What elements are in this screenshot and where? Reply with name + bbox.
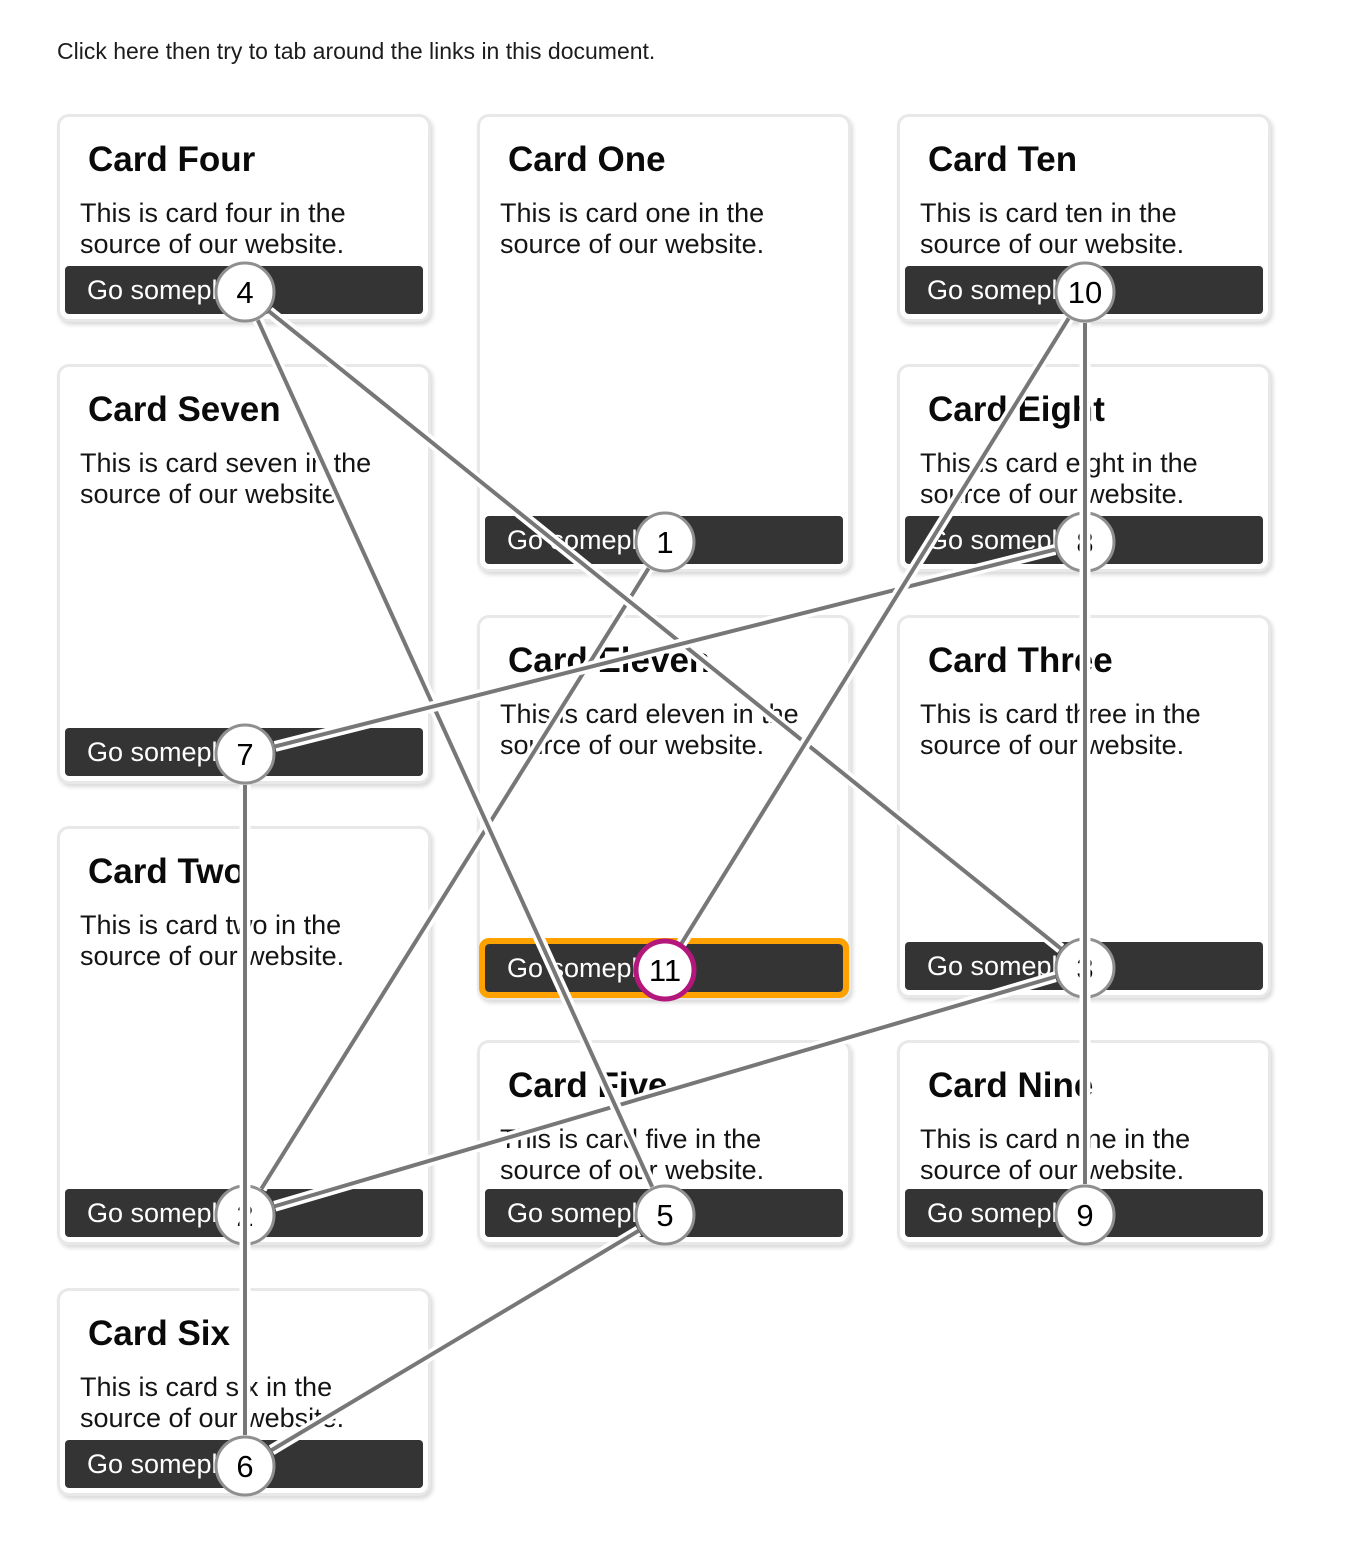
- go-someplace-link[interactable]: Go someplace: [65, 728, 423, 776]
- go-someplace-link[interactable]: Go someplace: [905, 942, 1263, 990]
- card-body-text: This is card six in the source of our we…: [80, 1371, 345, 1434]
- card-title: Card Four: [88, 140, 256, 179]
- card-title: Card Seven: [88, 390, 281, 429]
- card-title: Card Nine: [928, 1066, 1094, 1105]
- card-body-text: This is card ten in the source of our we…: [920, 197, 1185, 260]
- go-someplace-link[interactable]: Go someplace: [65, 1189, 423, 1237]
- instruction-text[interactable]: Click here then try to tab around the li…: [57, 38, 656, 64]
- go-someplace-link[interactable]: Go someplace: [905, 266, 1263, 314]
- card-body-text: This is card eleven in the source of our…: [500, 698, 799, 761]
- card-title: Card Eight: [928, 390, 1105, 429]
- go-someplace-link[interactable]: Go someplace: [905, 516, 1263, 564]
- card-title: Card Six: [88, 1314, 230, 1353]
- card-title: Card Two: [88, 852, 245, 891]
- card-title: Card Ten: [928, 140, 1078, 179]
- card-title: Card Eleven: [508, 641, 711, 680]
- card-body-text: This is card two in the source of our we…: [80, 909, 345, 972]
- go-someplace-link[interactable]: Go someplace: [485, 516, 843, 564]
- card-title: Card One: [508, 140, 666, 179]
- card-body-text: This is card nine in the source of our w…: [920, 1123, 1191, 1186]
- go-someplace-link[interactable]: Go someplace: [65, 266, 423, 314]
- card-title: Card Three: [928, 641, 1113, 680]
- go-someplace-link[interactable]: Go someplace: [479, 938, 849, 998]
- go-someplace-link[interactable]: Go someplace: [65, 1440, 423, 1488]
- card-body-text: This is card five in the source of our w…: [500, 1123, 765, 1186]
- card-body-text: This is card one in the source of our we…: [500, 197, 765, 260]
- card-title: Card Five: [508, 1066, 668, 1105]
- card-body-text: This is card three in the source of our …: [920, 698, 1201, 761]
- card-body-text: This is card eight in the source of our …: [920, 447, 1198, 510]
- go-someplace-link[interactable]: Go someplace: [905, 1189, 1263, 1237]
- card-body-text: This is card seven in the source of our …: [80, 447, 372, 510]
- card-body-text: This is card four in the source of our w…: [80, 197, 346, 260]
- go-someplace-link[interactable]: Go someplace: [485, 1189, 843, 1237]
